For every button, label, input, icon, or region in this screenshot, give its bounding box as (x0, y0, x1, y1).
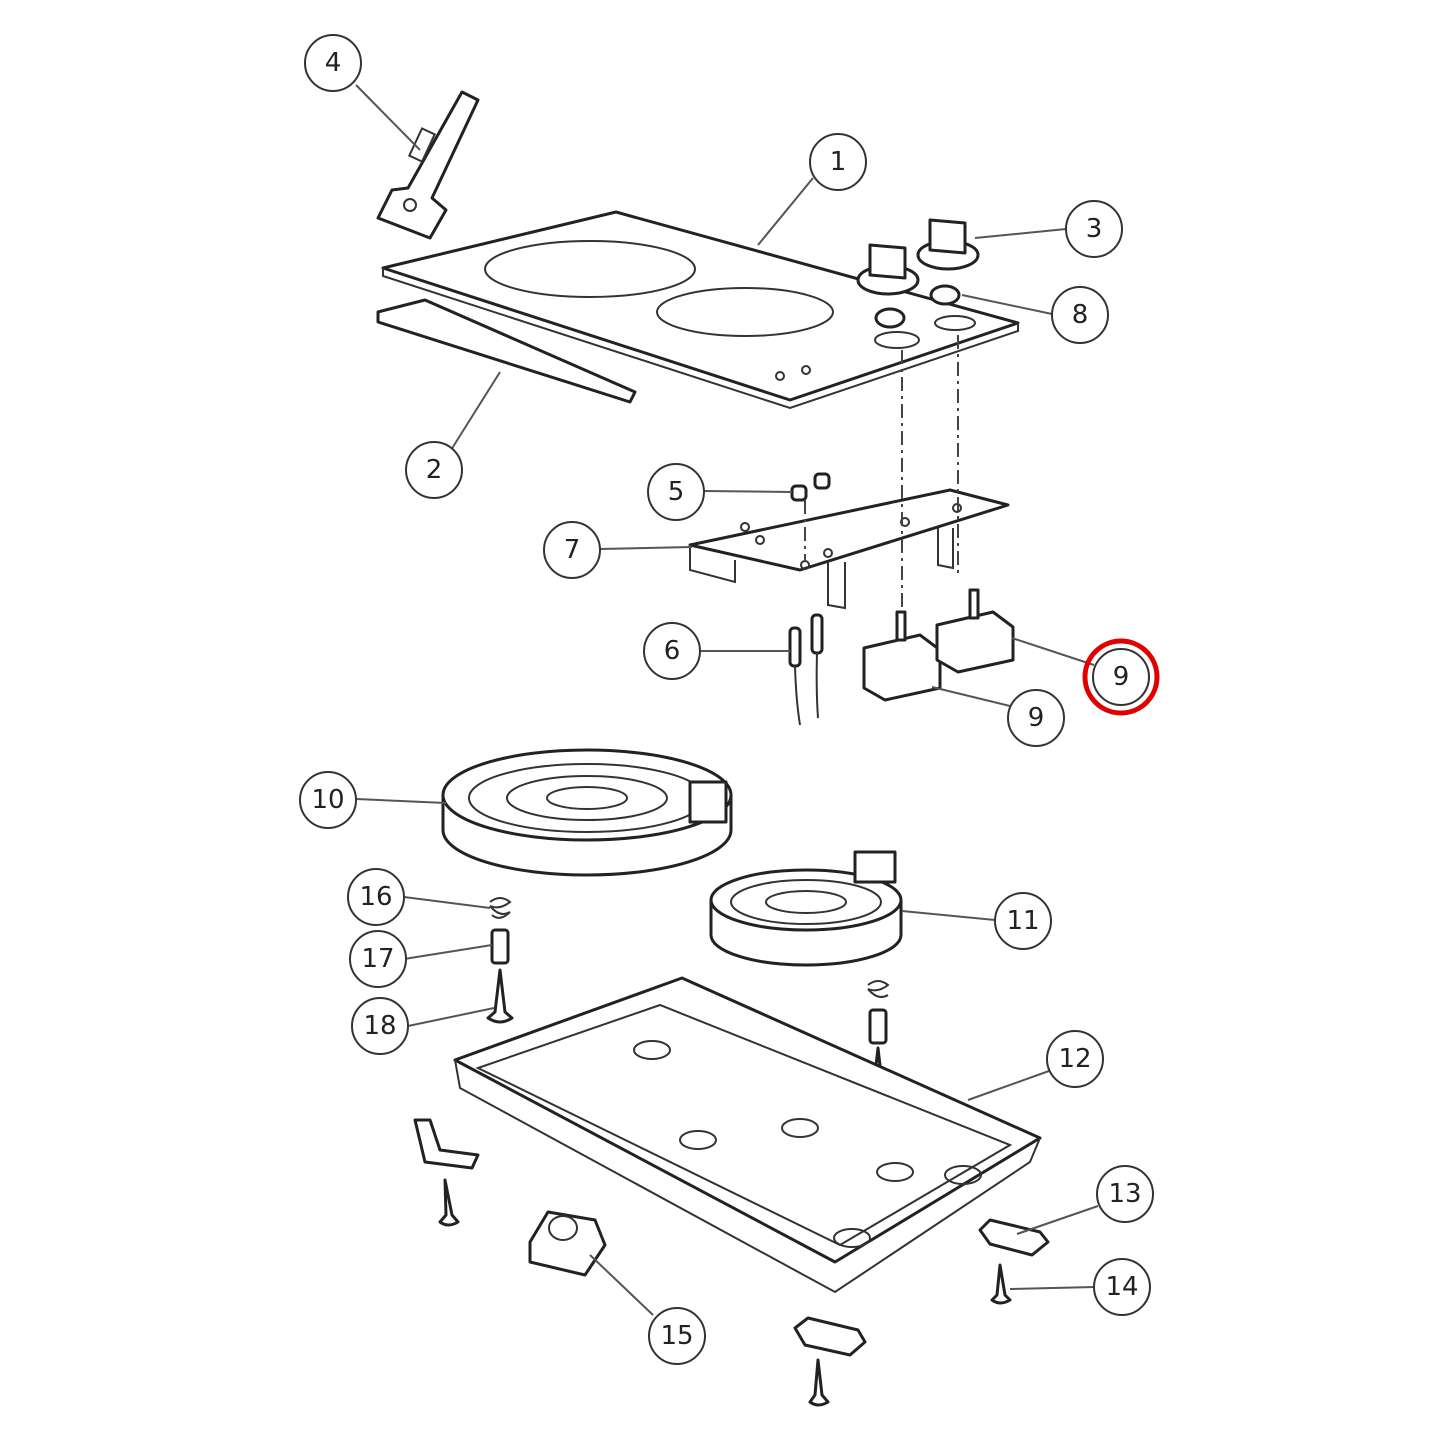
callout-7[interactable]: 7 (543, 521, 601, 579)
svg-text:5: 5 (668, 477, 685, 507)
svg-text:1: 1 (830, 147, 847, 177)
glass-top-part (381, 210, 1020, 410)
callout-5[interactable]: 5 (647, 463, 705, 521)
callout-15[interactable]: 15 (648, 1307, 706, 1365)
callout-9-highlighted[interactable]: 9 (1082, 638, 1160, 716)
callout-13[interactable]: 13 (1096, 1165, 1154, 1223)
svg-text:17: 17 (361, 944, 394, 974)
control-knobs-part (856, 218, 980, 296)
callout-14[interactable]: 14 (1093, 1258, 1151, 1316)
callout-1[interactable]: 1 (809, 133, 867, 191)
svg-text:14: 14 (1105, 1272, 1138, 1302)
svg-text:10: 10 (311, 785, 344, 815)
small-radiant-element-part (709, 850, 903, 967)
seal-strip-part (376, 298, 637, 404)
leader-lines (355, 84, 1099, 1316)
svg-text:15: 15 (660, 1321, 693, 1351)
callout-9-lower[interactable]: 9 (1007, 689, 1065, 747)
pilot-lamps-part (788, 613, 824, 726)
svg-text:8: 8 (1072, 300, 1089, 330)
callout-12[interactable]: 12 (1046, 1030, 1104, 1088)
fixing-clamps-part (413, 1118, 1050, 1407)
lamp-holders-part (790, 472, 831, 502)
callout-6[interactable]: 6 (643, 622, 701, 680)
callout-16[interactable]: 16 (347, 868, 405, 926)
svg-text:18: 18 (363, 1011, 396, 1041)
svg-text:4: 4 (325, 48, 342, 78)
bushings-part (874, 284, 961, 329)
svg-text:13: 13 (1108, 1179, 1141, 1209)
scraper-part (376, 90, 480, 240)
callout-2[interactable]: 2 (405, 441, 463, 499)
highlight-ring (1082, 638, 1160, 716)
terminal-block-part (528, 1210, 607, 1277)
callout-8[interactable]: 8 (1051, 286, 1109, 344)
svg-text:9: 9 (1028, 703, 1045, 733)
base-tray-part (453, 976, 1042, 1294)
svg-text:16: 16 (359, 882, 392, 912)
callout-10[interactable]: 10 (299, 771, 357, 829)
svg-text:9: 9 (1113, 662, 1130, 692)
svg-text:12: 12 (1058, 1044, 1091, 1074)
svg-text:6: 6 (664, 636, 681, 666)
callout-18[interactable]: 18 (351, 997, 409, 1055)
alignment-lines (804, 335, 959, 612)
callout-4[interactable]: 4 (304, 34, 362, 92)
svg-text:2: 2 (426, 455, 443, 485)
callout-11[interactable]: 11 (994, 892, 1052, 950)
svg-text:7: 7 (564, 535, 581, 565)
svg-text:3: 3 (1086, 214, 1103, 244)
callout-3[interactable]: 3 (1065, 200, 1123, 258)
callout-17[interactable]: 17 (349, 930, 407, 988)
mounting-bracket-part (688, 488, 1010, 610)
large-radiant-element-part (441, 748, 733, 877)
energy-regulators-part (862, 588, 1015, 702)
svg-text:11: 11 (1006, 906, 1039, 936)
